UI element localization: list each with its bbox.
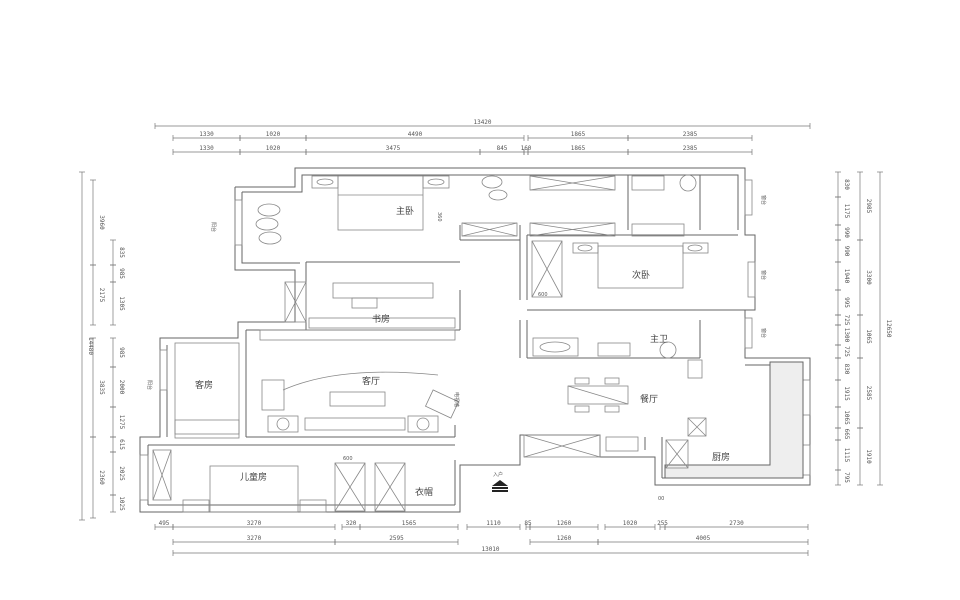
dimension-label: 2385 [683,145,698,152]
label-study: 书房 [372,313,390,325]
dimension-label: 85 [524,520,532,527]
dimension-label: 3960 [98,215,105,230]
dimension-label: 665 [843,429,850,440]
dimension-label: 1915 [843,386,850,401]
coffee-table [329,391,386,407]
label-entrance: 入户 [493,471,503,478]
dimension-label: 990 [843,246,850,257]
dimension-label: 835 [118,247,125,258]
label-window: 窗台 [760,328,767,338]
dimension-label: 985 [118,268,125,279]
dimension-label: 1275 [118,415,125,430]
dimension-label: 2000 [118,380,125,395]
dimension-label: 1020 [623,520,638,527]
label-wardrobe-depth: 600 [538,292,548,298]
dimension-label: 4490 [408,131,423,138]
dimension-label: 1020 [266,131,281,138]
dimension-label: 1025 [118,496,125,511]
dimension-label: 1330 [199,131,214,138]
dimension-label: 1020 [266,145,281,152]
dimension-label: 2025 [118,466,125,481]
dimension-label: 13010 [481,546,499,553]
sofa [304,417,406,431]
dimension-label: 3270 [247,520,262,527]
label-dining-room: 餐厅 [640,393,658,405]
dimension-lines: 13420 1330 1020 4490 1865 2385 1330 1020 3475 845… [79,119,892,556]
label-window: 窗台 [760,270,767,280]
dimension-label: 1565 [402,520,417,527]
label-bathroom: 主卫 [650,333,668,345]
label-window: 窗台 [760,195,767,205]
label-tv-wall: 电视墙 [453,392,460,407]
dimension-label: 995 [843,297,850,308]
label-master-bedroom: 主卧 [396,205,414,217]
label-kitchen: 厨房 [712,451,730,463]
dimension-label: 795 [843,472,850,483]
dimension-label: 495 [159,520,170,527]
label-west-room: 客房 [195,379,213,391]
dimension-label: 13420 [473,119,491,126]
dimension-label: 615 [118,439,125,450]
dimension-label: 845 [497,145,508,152]
label-balcony: 阳台 [146,380,153,390]
dimension-label: 2585 [865,386,872,401]
dimension-label: 1300 [843,328,850,343]
dimension-label: 1260 [557,520,572,527]
label-hall-mark: 00 [658,496,664,502]
dimension-label: 4005 [696,535,711,542]
dimension-label: 2385 [683,131,698,138]
windows [139,179,811,501]
dimension-label: 1865 [571,145,586,152]
label-closet-width: 600 [343,456,353,462]
room-labels: 主卧 书房 次卧 主卫 客厅 餐厅 厨房 客房 儿童房 衣帽 入户 阳台 阳台 … [146,195,767,502]
armchair-left [261,379,285,411]
dimension-label: 2360 [98,470,105,485]
dimension-label: 1910 [865,449,872,464]
label-cloakroom: 衣帽 [415,486,433,498]
dimension-label: 255 [657,520,668,527]
dimension-label: 2985 [865,199,872,214]
kitchen-counter [664,361,804,479]
dimension-label: 2730 [729,520,744,527]
dimension-label: 830 [843,179,850,190]
dimension-label: 725 [843,346,850,357]
entrance-arrow-icon [492,480,508,492]
dimension-label: 725 [843,315,850,326]
dimension-label: 1065 [843,410,850,425]
dimension-label: 3475 [386,145,401,152]
label-balcony: 阳台 [210,222,217,232]
dimension-label: 160 [521,145,532,152]
dimension-label: 14480 [87,337,94,355]
dimension-label: 3300 [865,270,872,285]
dimension-label: 3835 [98,380,105,395]
dimension-label: 1865 [571,131,586,138]
dimension-label: 12650 [885,319,892,337]
label-living-room: 客厅 [362,375,380,387]
bed-master [337,175,424,231]
dimension-label: 830 [843,364,850,375]
label-second-bedroom: 次卧 [632,269,650,281]
furniture [152,174,804,513]
dimension-label: 1260 [557,535,572,542]
dimension-label: 320 [346,520,357,527]
dimension-label: 3270 [247,535,262,542]
dimension-label: 2595 [389,535,404,542]
dimension-label: 1305 [118,296,125,311]
dimension-label: 2175 [98,288,105,303]
dimension-label: 1175 [843,204,850,219]
dimension-label: 1940 [843,269,850,284]
dimension-label: 1330 [199,145,214,152]
dimension-label: 990 [843,227,850,238]
walls [139,167,811,513]
dimension-label: 1110 [486,520,501,527]
label-bed-note: 360 [436,212,442,222]
dimension-label: 1115 [843,448,850,463]
label-child-room: 儿童房 [240,471,267,483]
dimension-label: 985 [118,347,125,358]
dimension-label: 1065 [865,329,872,344]
dining-table [567,385,629,405]
